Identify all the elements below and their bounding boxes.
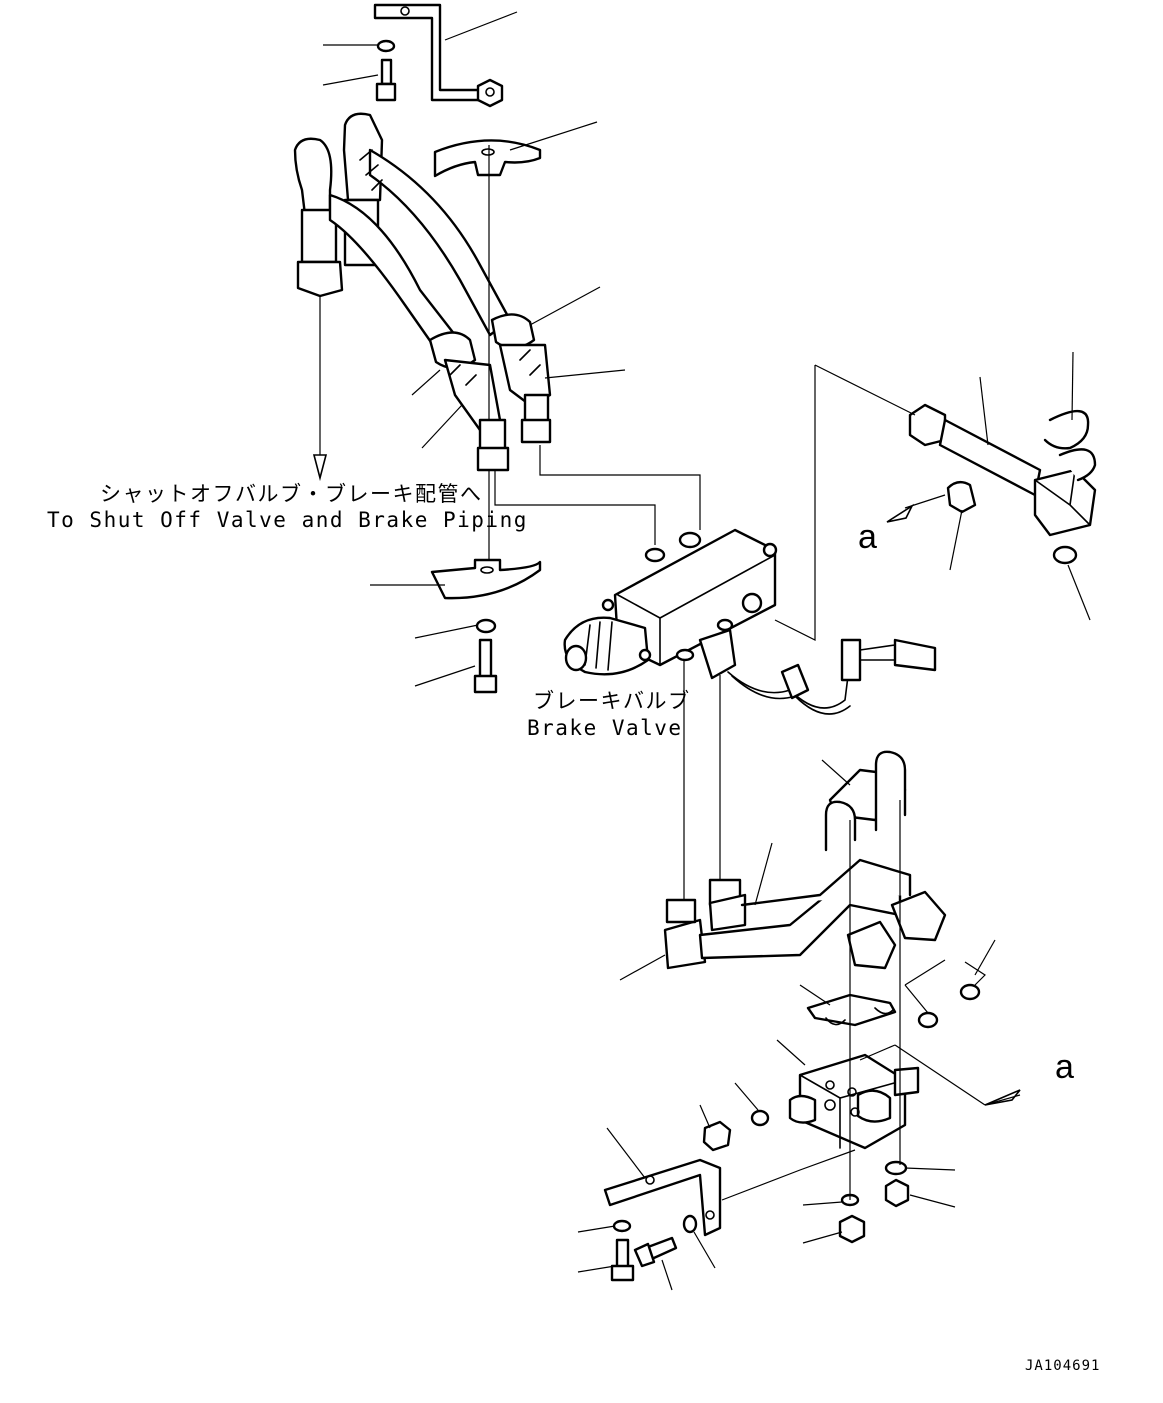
shutoff-label-jp: シャットオフバルブ・ブレーキ配管へ xyxy=(100,482,483,506)
top-washer-and-bolt xyxy=(375,39,397,102)
sensor-harness xyxy=(727,638,937,715)
lower-washer-and-bolt xyxy=(473,618,498,694)
lower-hose-clamp xyxy=(430,558,542,600)
brake-valve-label-en: Brake Valve xyxy=(527,716,683,740)
drawing-id: JA104691 xyxy=(1025,1358,1100,1374)
u-bolts xyxy=(824,750,907,852)
hose-assembly xyxy=(293,112,552,472)
brake-valve-label-jp: ブレーキバルブ xyxy=(533,689,691,713)
o-rings xyxy=(917,983,981,1029)
bottom-pipe-assembly xyxy=(663,858,947,970)
shutoff-label-en: To Shut Off Valve and Brake Piping xyxy=(47,508,528,532)
brake-valve xyxy=(563,528,778,680)
connection-lines xyxy=(312,145,1021,1201)
mounting-block xyxy=(788,1053,920,1150)
callout-a-lower: a xyxy=(1055,1048,1074,1086)
bottom-bracket xyxy=(603,1158,722,1237)
callout-a-upper: a xyxy=(858,518,877,556)
right-pipe-assembly xyxy=(908,403,1097,565)
leader-lines xyxy=(322,11,1091,1291)
top-bracket xyxy=(373,3,504,108)
